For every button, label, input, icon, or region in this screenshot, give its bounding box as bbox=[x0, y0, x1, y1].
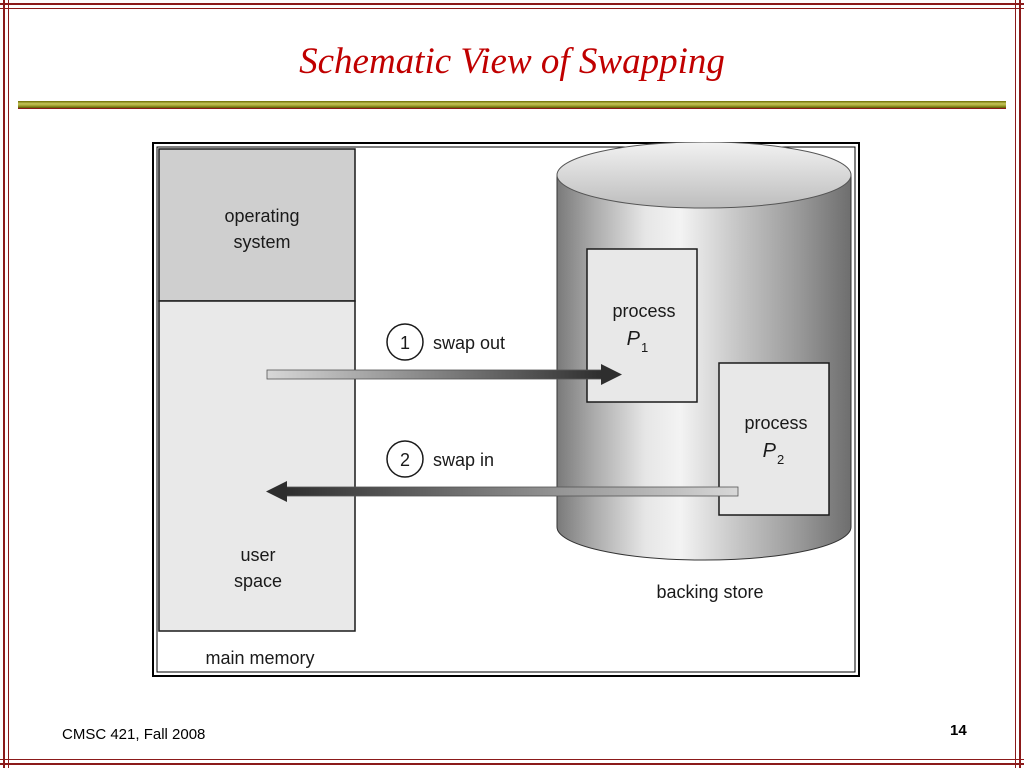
process-p1-name: P bbox=[627, 328, 641, 350]
user-space-label-line1: user bbox=[240, 545, 275, 565]
frame-bottom-outer bbox=[0, 763, 1024, 765]
frame-top-outer bbox=[0, 3, 1024, 5]
process-p2-label: process bbox=[744, 413, 807, 433]
swap-out-arrow bbox=[266, 364, 622, 385]
slide-page-number: 14 bbox=[950, 722, 967, 739]
swap-in-label: swap in bbox=[433, 450, 494, 470]
swap-in-step-number: 2 bbox=[400, 450, 410, 470]
footer-course-label: CMSC 421, Fall 2008 bbox=[62, 726, 206, 743]
frame-right-outer bbox=[1019, 0, 1021, 768]
frame-left-inner bbox=[8, 0, 9, 768]
frame-right-inner bbox=[1015, 0, 1016, 768]
slide-title: Schematic View of Swapping bbox=[299, 41, 725, 82]
operating-system-region bbox=[158, 148, 356, 302]
frame-left-outer bbox=[3, 0, 5, 768]
swap-out-step-circle bbox=[386, 323, 424, 361]
diagram-frame-inner bbox=[156, 146, 856, 673]
swapping-diagram: operating system user space main memory … bbox=[152, 142, 860, 677]
backing-store-label: backing store bbox=[656, 582, 763, 602]
process-p2-name: P bbox=[763, 440, 777, 462]
user-space-region bbox=[158, 300, 356, 632]
swap-out-step-number: 1 bbox=[400, 333, 410, 353]
swap-in-arrow bbox=[266, 481, 739, 502]
process-p1-label: process bbox=[612, 301, 675, 321]
frame-bottom-inner bbox=[0, 759, 1024, 760]
main-memory-label: main memory bbox=[205, 648, 314, 668]
os-label-line2: system bbox=[233, 232, 290, 252]
process-p1-subscript: 1 bbox=[641, 340, 648, 355]
user-space-label-line2: space bbox=[234, 571, 282, 591]
os-label-line1: operating bbox=[224, 206, 299, 226]
frame-top-inner bbox=[0, 8, 1024, 9]
swap-out-label: swap out bbox=[433, 333, 505, 353]
process-p2-subscript: 2 bbox=[777, 452, 784, 467]
swap-in-step-circle bbox=[386, 440, 424, 478]
title-divider bbox=[18, 101, 1006, 109]
